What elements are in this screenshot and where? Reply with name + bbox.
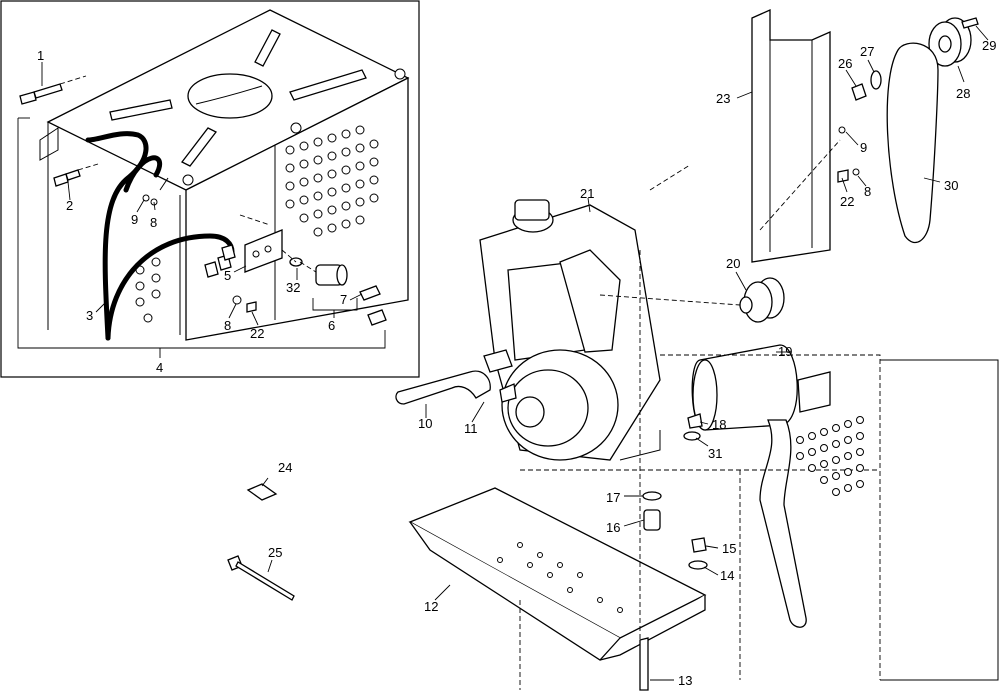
callout-20: 20 xyxy=(726,256,740,271)
callout-17: 17 xyxy=(606,490,620,505)
callout-7: 7 xyxy=(340,292,347,307)
callout-22-inset: 22 xyxy=(250,326,264,341)
callout-10: 10 xyxy=(418,416,432,431)
vent-holes-left xyxy=(135,257,161,323)
pad xyxy=(246,483,278,501)
callout-21: 21 xyxy=(580,186,594,201)
callout-2: 2 xyxy=(66,198,73,213)
callout-31: 31 xyxy=(708,446,722,461)
callout-28: 28 xyxy=(956,86,970,101)
leader-lines xyxy=(41,25,989,681)
callout-22-guard: 22 xyxy=(840,194,854,209)
callout-6: 6 xyxy=(328,318,335,333)
callout-26: 26 xyxy=(838,56,852,71)
callout-8-inset-lower: 8 xyxy=(224,318,231,333)
driven-pulley xyxy=(928,17,972,67)
drive-pulley xyxy=(739,277,785,323)
callout-13: 13 xyxy=(678,673,692,688)
exhaust-pipe xyxy=(395,370,491,405)
machine-frame-outline xyxy=(519,139,999,690)
vent-holes-inset xyxy=(285,125,379,237)
v-belt xyxy=(886,42,939,244)
callout-29: 29 xyxy=(982,38,996,53)
callout-14: 14 xyxy=(720,568,734,583)
callout-23: 23 xyxy=(716,91,730,106)
callout-11: 11 xyxy=(464,421,478,436)
callout-18: 18 xyxy=(712,417,726,432)
callout-8-guard: 8 xyxy=(864,184,871,199)
belt-guard xyxy=(751,8,831,263)
callout-1: 1 xyxy=(37,48,44,63)
callout-27: 27 xyxy=(860,44,874,59)
cable-tie xyxy=(227,555,295,601)
callout-30: 30 xyxy=(944,178,958,193)
callout-9-guard: 9 xyxy=(860,140,867,155)
callout-5: 5 xyxy=(224,268,231,283)
callout-24: 24 xyxy=(278,460,292,475)
callout-4: 4 xyxy=(156,360,163,375)
callout-16: 16 xyxy=(606,520,620,535)
callout-3: 3 xyxy=(86,308,93,323)
callout-19: 19 xyxy=(778,344,792,359)
callout-12: 12 xyxy=(424,599,438,614)
callout-25: 25 xyxy=(268,545,282,560)
engine-base-plate xyxy=(408,487,707,661)
control-panel-inset xyxy=(0,0,420,378)
callout-labels: 1 2 3 4 5 6 7 8 8 8 9 9 10 11 12 13 14 1… xyxy=(37,38,996,688)
callout-15: 15 xyxy=(722,541,736,556)
vent-holes-frame xyxy=(796,416,864,496)
engine xyxy=(479,199,661,461)
callout-8-inset-upper: 8 xyxy=(150,215,157,230)
callout-32: 32 xyxy=(286,280,300,295)
muffler xyxy=(691,344,831,628)
callout-9-inset: 9 xyxy=(131,212,138,227)
